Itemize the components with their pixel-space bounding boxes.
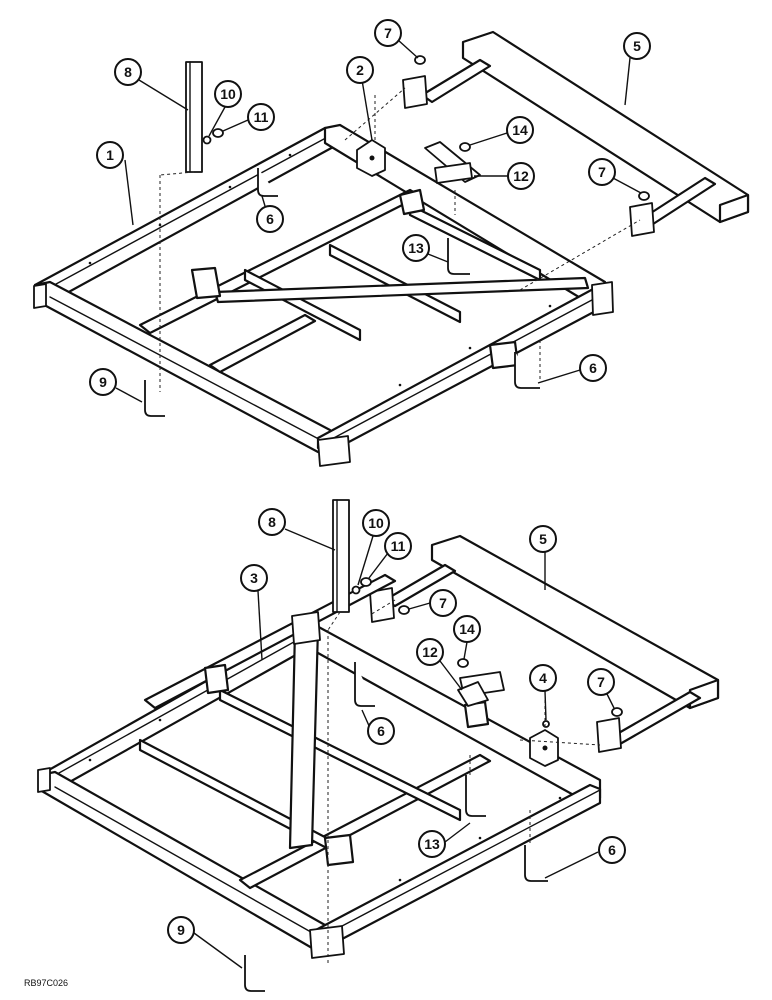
callout-upper-14: 14 <box>506 116 534 144</box>
lower-standard-8 <box>332 499 350 613</box>
callout-upper-6a: 6 <box>256 205 284 233</box>
upper-hitch-bracket-12 <box>424 141 481 184</box>
svg-text:11: 11 <box>254 109 269 125</box>
lower-alignment-lines <box>327 599 601 965</box>
upper-callouts: 1 2 5 6 6 7 7 8 9 10 11 12 13 <box>89 19 651 403</box>
callout-upper-7a: 7 <box>374 19 402 47</box>
upper-u-bolts <box>144 168 540 417</box>
svg-text:7: 7 <box>597 674 605 690</box>
callout-lower-4: 4 <box>529 664 557 692</box>
upper-mount-plate-left <box>402 75 428 109</box>
callout-upper-7b: 7 <box>588 158 616 186</box>
callout-lower-6a: 6 <box>367 717 395 745</box>
upper-end-plate-left <box>33 283 47 309</box>
svg-text:8: 8 <box>268 514 276 530</box>
svg-text:13: 13 <box>408 240 424 256</box>
callout-lower-13: 13 <box>418 830 446 858</box>
svg-text:3: 3 <box>250 570 258 586</box>
svg-text:14: 14 <box>459 621 475 637</box>
upper-end-plate-right <box>591 281 614 316</box>
callout-lower-7b: 7 <box>587 668 615 696</box>
svg-text:12: 12 <box>422 644 438 660</box>
upper-standard-8 <box>185 61 203 173</box>
svg-text:7: 7 <box>384 25 392 41</box>
svg-text:13: 13 <box>424 836 440 852</box>
drawing-code: RB97C026 <box>24 978 68 988</box>
upper-mount-plate-right <box>629 202 655 237</box>
callout-upper-10: 10 <box>214 80 242 108</box>
lower-callouts: 3 4 5 6 6 7 7 8 9 10 11 12 13 <box>167 508 626 969</box>
svg-text:6: 6 <box>608 842 616 858</box>
callout-lower-10: 10 <box>362 509 390 537</box>
callout-upper-12: 12 <box>507 162 535 190</box>
svg-text:4: 4 <box>539 670 547 686</box>
svg-text:10: 10 <box>368 515 384 531</box>
svg-text:9: 9 <box>99 374 107 390</box>
lower-mount-plate-left <box>369 587 395 623</box>
callout-lower-5: 5 <box>529 525 557 553</box>
svg-text:6: 6 <box>377 723 385 739</box>
svg-text:9: 9 <box>177 922 185 938</box>
svg-text:5: 5 <box>633 38 641 54</box>
lower-rear-toolbar <box>369 534 720 753</box>
callout-upper-2: 2 <box>346 56 374 84</box>
lower-hitch-bracket-12 <box>457 671 505 707</box>
upper-alignment-lines <box>159 87 641 392</box>
callout-upper-11: 11 <box>247 103 275 131</box>
svg-text:2: 2 <box>356 62 364 78</box>
svg-text:10: 10 <box>220 86 236 102</box>
lower-top-plate <box>291 611 321 645</box>
callout-lower-7a: 7 <box>429 589 457 617</box>
svg-text:8: 8 <box>124 64 132 80</box>
upper-hardware <box>202 55 650 201</box>
lower-assembly: 3 4 5 6 6 7 7 8 9 10 11 12 13 <box>37 499 720 992</box>
svg-text:7: 7 <box>598 164 606 180</box>
svg-text:1: 1 <box>106 147 114 163</box>
callout-lower-11: 11 <box>384 532 412 560</box>
lower-u-bolts <box>244 662 548 992</box>
svg-text:12: 12 <box>513 168 529 184</box>
svg-text:14: 14 <box>512 122 528 138</box>
callout-lower-12: 12 <box>416 638 444 666</box>
callout-upper-5: 5 <box>623 32 651 60</box>
svg-text:5: 5 <box>539 531 547 547</box>
svg-text:7: 7 <box>439 595 447 611</box>
lower-end-plate-left <box>37 767 51 793</box>
callout-lower-9: 9 <box>167 916 195 944</box>
lower-main-frame <box>37 573 602 959</box>
callout-lower-6b: 6 <box>598 836 626 864</box>
svg-text:6: 6 <box>589 360 597 376</box>
callout-lower-14: 14 <box>453 615 481 643</box>
lower-hardware <box>351 577 623 728</box>
svg-text:11: 11 <box>391 538 406 554</box>
upper-end-plate-front <box>317 435 351 467</box>
callout-upper-8: 8 <box>114 58 142 86</box>
upper-assembly: 1 2 5 6 6 7 7 8 9 10 11 12 13 <box>33 19 750 467</box>
callout-upper-9: 9 <box>89 368 117 396</box>
callout-upper-6b: 6 <box>579 354 607 382</box>
lower-bracket-4 <box>529 729 559 767</box>
callout-lower-3: 3 <box>240 564 268 592</box>
callout-upper-13: 13 <box>402 234 430 262</box>
lower-mount-plate-right <box>596 717 622 753</box>
callout-upper-1: 1 <box>96 141 124 169</box>
lower-end-plate-front <box>309 925 345 959</box>
callout-lower-8: 8 <box>258 508 286 536</box>
upper-rear-toolbar <box>402 30 750 237</box>
upper-main-frame <box>33 123 614 467</box>
svg-text:6: 6 <box>266 211 274 227</box>
